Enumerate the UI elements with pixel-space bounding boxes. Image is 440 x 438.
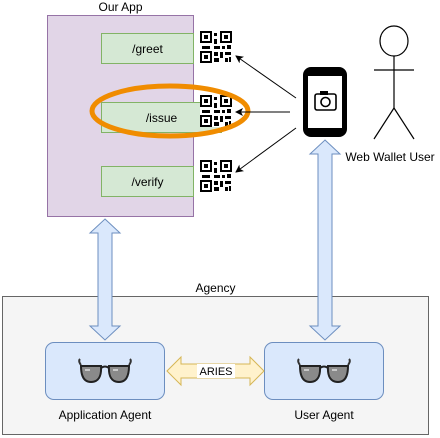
app-agent-link-arrow xyxy=(88,218,122,341)
user-agent-label: User Agent xyxy=(294,408,354,422)
phone-agent-link-arrow xyxy=(308,139,342,341)
scan-arrow-verify xyxy=(235,127,297,173)
qr-code-icon xyxy=(199,159,233,193)
scan-arrow-greet xyxy=(235,55,297,99)
route-issue[interactable]: /issue xyxy=(101,102,222,133)
issue-highlight xyxy=(89,83,251,139)
sunglasses-icon xyxy=(297,358,351,384)
user-agent-box[interactable] xyxy=(264,342,384,400)
application-agent-label: Application Agent xyxy=(58,408,152,422)
route-greet[interactable]: /greet xyxy=(101,33,194,64)
route-issue-label: /issue xyxy=(145,110,178,125)
route-greet-label: /greet xyxy=(132,41,163,56)
aries-label: ARIES xyxy=(199,366,232,378)
stick-figure-icon xyxy=(373,25,415,140)
qr-code-icon xyxy=(199,94,233,128)
route-verify-label: /verify xyxy=(131,174,164,189)
agency-title: Agency xyxy=(195,281,236,295)
aries-label-bg xyxy=(197,364,235,378)
phone-camera-icon[interactable] xyxy=(303,67,347,137)
sunglasses-icon xyxy=(78,358,132,384)
application-agent-box[interactable] xyxy=(45,342,165,400)
route-verify[interactable]: /verify xyxy=(101,166,194,197)
qr-code-icon xyxy=(199,30,233,64)
user-label: Web Wallet User xyxy=(345,150,435,164)
app-title: Our App xyxy=(98,0,143,14)
